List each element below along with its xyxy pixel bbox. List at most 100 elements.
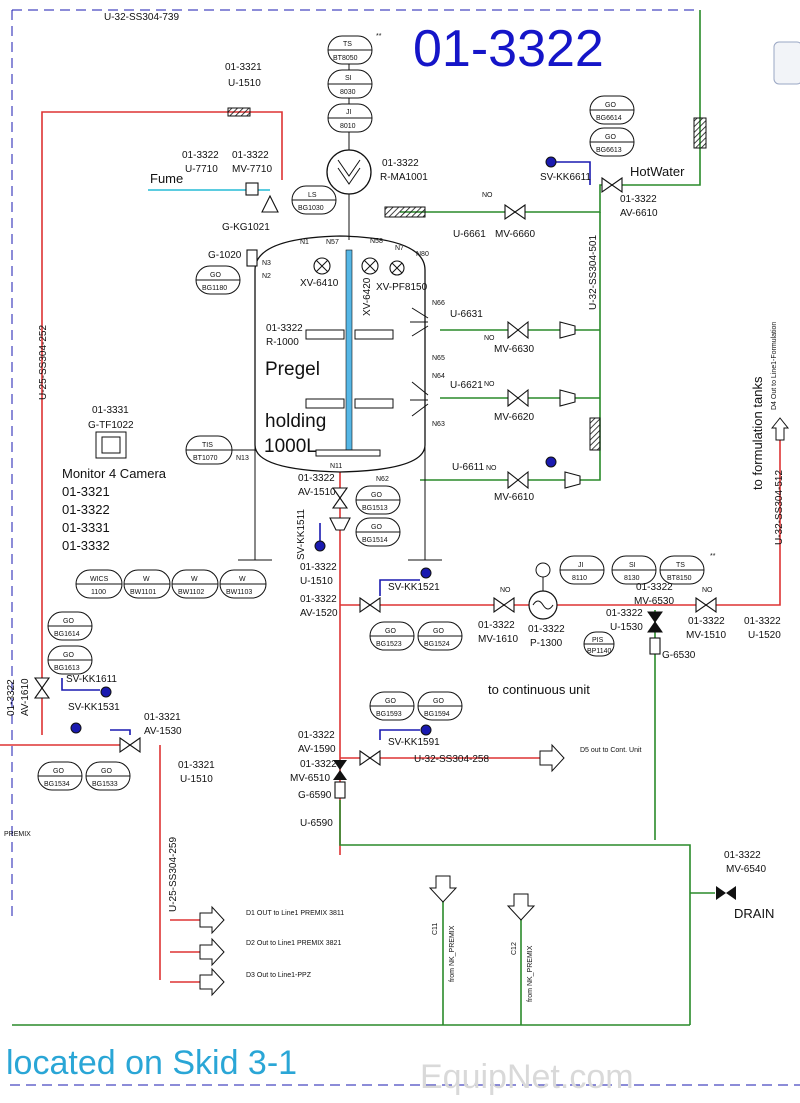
solenoid-6610-icon[interactable] bbox=[545, 456, 557, 468]
av6610-a: 01-3322 bbox=[620, 194, 657, 205]
corner-tab[interactable] bbox=[773, 41, 800, 85]
mv6630-valve[interactable] bbox=[507, 320, 519, 340]
si-8130-num: 8130 bbox=[624, 575, 640, 582]
ls-bg1030-num: BG1030 bbox=[298, 205, 324, 212]
star-1: ** bbox=[376, 33, 382, 40]
ts-bt8150-tag: TS bbox=[676, 562, 685, 569]
av1520-a: 01-3322 bbox=[300, 594, 337, 605]
g6590: G-6590 bbox=[298, 790, 332, 801]
line-left-riser: U-25-SS304-252 bbox=[38, 325, 49, 400]
av1520-b: AV-1520 bbox=[300, 608, 338, 619]
pregel-tank[interactable] bbox=[238, 235, 442, 561]
av6610-valve[interactable] bbox=[601, 176, 613, 194]
d1-arrow-icon[interactable] bbox=[199, 905, 225, 935]
fume-reducer bbox=[261, 194, 279, 213]
av1610-valve[interactable] bbox=[33, 677, 51, 689]
av6610-b: AV-6610 bbox=[620, 208, 658, 219]
g1020-sightglass bbox=[246, 249, 258, 267]
av1510-valve[interactable] bbox=[331, 487, 349, 499]
mv7710-a: 01-3322 bbox=[232, 150, 269, 161]
star-2: ** bbox=[710, 553, 716, 560]
d1-label: D1 OUT to Line1 PREMIX 3811 bbox=[246, 910, 344, 917]
formulation-b: D4 Out to Line1-Formulation bbox=[771, 322, 778, 410]
hatched-supports bbox=[227, 107, 707, 451]
c12-arrow-icon[interactable] bbox=[506, 893, 536, 921]
mv1510-valve[interactable] bbox=[695, 596, 707, 614]
u6611: U-6611 bbox=[452, 462, 484, 473]
tis-bt1070-num: BT1070 bbox=[193, 455, 218, 462]
w1103-tag: W bbox=[239, 576, 246, 583]
pump-motor-icon bbox=[535, 562, 551, 578]
to-cont-arrow-icon[interactable] bbox=[539, 743, 565, 773]
c11-a: C11 bbox=[432, 923, 439, 935]
sv1521-solenoid-icon[interactable] bbox=[420, 567, 432, 579]
w1101-num: BW1101 bbox=[130, 589, 156, 596]
reducer-1510 bbox=[329, 517, 351, 531]
mv6540-valve[interactable] bbox=[716, 886, 726, 900]
mv6620: MV-6620 bbox=[494, 412, 534, 423]
av1530-valve[interactable] bbox=[119, 736, 131, 754]
tank-name-2: holding bbox=[265, 411, 326, 432]
mv1510-a: 01-3322 bbox=[688, 616, 725, 627]
u1510-low-a: 01-3321 bbox=[178, 760, 215, 771]
tank-capacity: 1000L bbox=[264, 436, 317, 457]
reducer-6620 bbox=[559, 389, 576, 407]
go-bg1514-tag: GO bbox=[371, 524, 382, 531]
tank-number: R-1000 bbox=[266, 337, 299, 348]
go-bg1513-tag: GO bbox=[371, 492, 382, 499]
mv6610-valve[interactable] bbox=[507, 470, 519, 490]
mv7710-b: MV-7710 bbox=[232, 164, 272, 175]
svkk1591: SV-KK1591 bbox=[388, 737, 440, 748]
n65: N65 bbox=[432, 355, 445, 362]
mv6510-a: 01-3322 bbox=[300, 759, 337, 770]
go-bg6613-num: BG6613 bbox=[596, 147, 622, 154]
u7710-a: 01-3322 bbox=[182, 150, 219, 161]
w1101-tag: W bbox=[143, 576, 150, 583]
mv7710-valve[interactable] bbox=[245, 182, 259, 196]
go-bg1533-num: BG1533 bbox=[92, 781, 118, 788]
sv1591-solenoid-icon[interactable] bbox=[420, 724, 432, 736]
d2-arrow-icon[interactable] bbox=[199, 937, 225, 967]
ji-8110-tag: JI bbox=[578, 562, 584, 569]
weigh-cells bbox=[75, 569, 267, 599]
n2: N2 bbox=[262, 273, 271, 280]
av1510-a: 01-3322 bbox=[298, 473, 335, 484]
sv1611-solenoid-icon[interactable] bbox=[100, 686, 112, 698]
u1510-top-b: U-1510 bbox=[228, 78, 261, 89]
av1590-valve[interactable] bbox=[359, 749, 371, 767]
u6590: U-6590 bbox=[300, 818, 333, 829]
g6530-sightglass bbox=[649, 637, 661, 655]
mv1610-valve[interactable] bbox=[493, 596, 505, 614]
line-top: U-32-SS304-739 bbox=[104, 12, 179, 23]
d3-arrow-icon[interactable] bbox=[199, 967, 225, 997]
border-frame bbox=[10, 9, 800, 1086]
monitor-3: 01-3331 bbox=[62, 520, 110, 535]
go-bg1594-num: BG1594 bbox=[424, 711, 450, 718]
mv1610-b: MV-1610 bbox=[478, 634, 518, 645]
mv6630: MV-6630 bbox=[494, 344, 534, 355]
to-formulation-arrow-icon[interactable] bbox=[770, 417, 790, 441]
go-bg1593-tag: GO bbox=[385, 698, 396, 705]
monitor-1: 01-3321 bbox=[62, 484, 110, 499]
ji-8010-num: 8010 bbox=[340, 123, 356, 130]
ji-8110-num: 8110 bbox=[572, 575, 587, 582]
motor-stack bbox=[326, 35, 373, 240]
sv1511-solenoid-icon[interactable] bbox=[314, 540, 326, 552]
w1102-tag: W bbox=[191, 576, 198, 583]
signal-lines bbox=[61, 161, 591, 740]
mv6530-valve[interactable] bbox=[647, 611, 663, 623]
u6661: U-6661 bbox=[453, 229, 486, 240]
c11-arrow-icon[interactable] bbox=[428, 875, 458, 903]
svkk1531: SV-KK1531 bbox=[68, 702, 120, 713]
sv6611-solenoid-icon[interactable] bbox=[545, 156, 557, 168]
mv6510-valve[interactable] bbox=[333, 760, 347, 770]
p1300-b: P-1300 bbox=[530, 638, 563, 649]
mv6620-valve[interactable] bbox=[507, 388, 519, 408]
ls-bg1030-tag: LS bbox=[308, 192, 317, 199]
av1520-valve[interactable] bbox=[359, 596, 371, 614]
mv6660-valve[interactable] bbox=[514, 203, 526, 221]
sv1531-solenoid-icon[interactable] bbox=[70, 722, 82, 734]
ji-8010-tag: JI bbox=[346, 109, 352, 116]
camera-a: 01-3331 bbox=[92, 405, 129, 416]
